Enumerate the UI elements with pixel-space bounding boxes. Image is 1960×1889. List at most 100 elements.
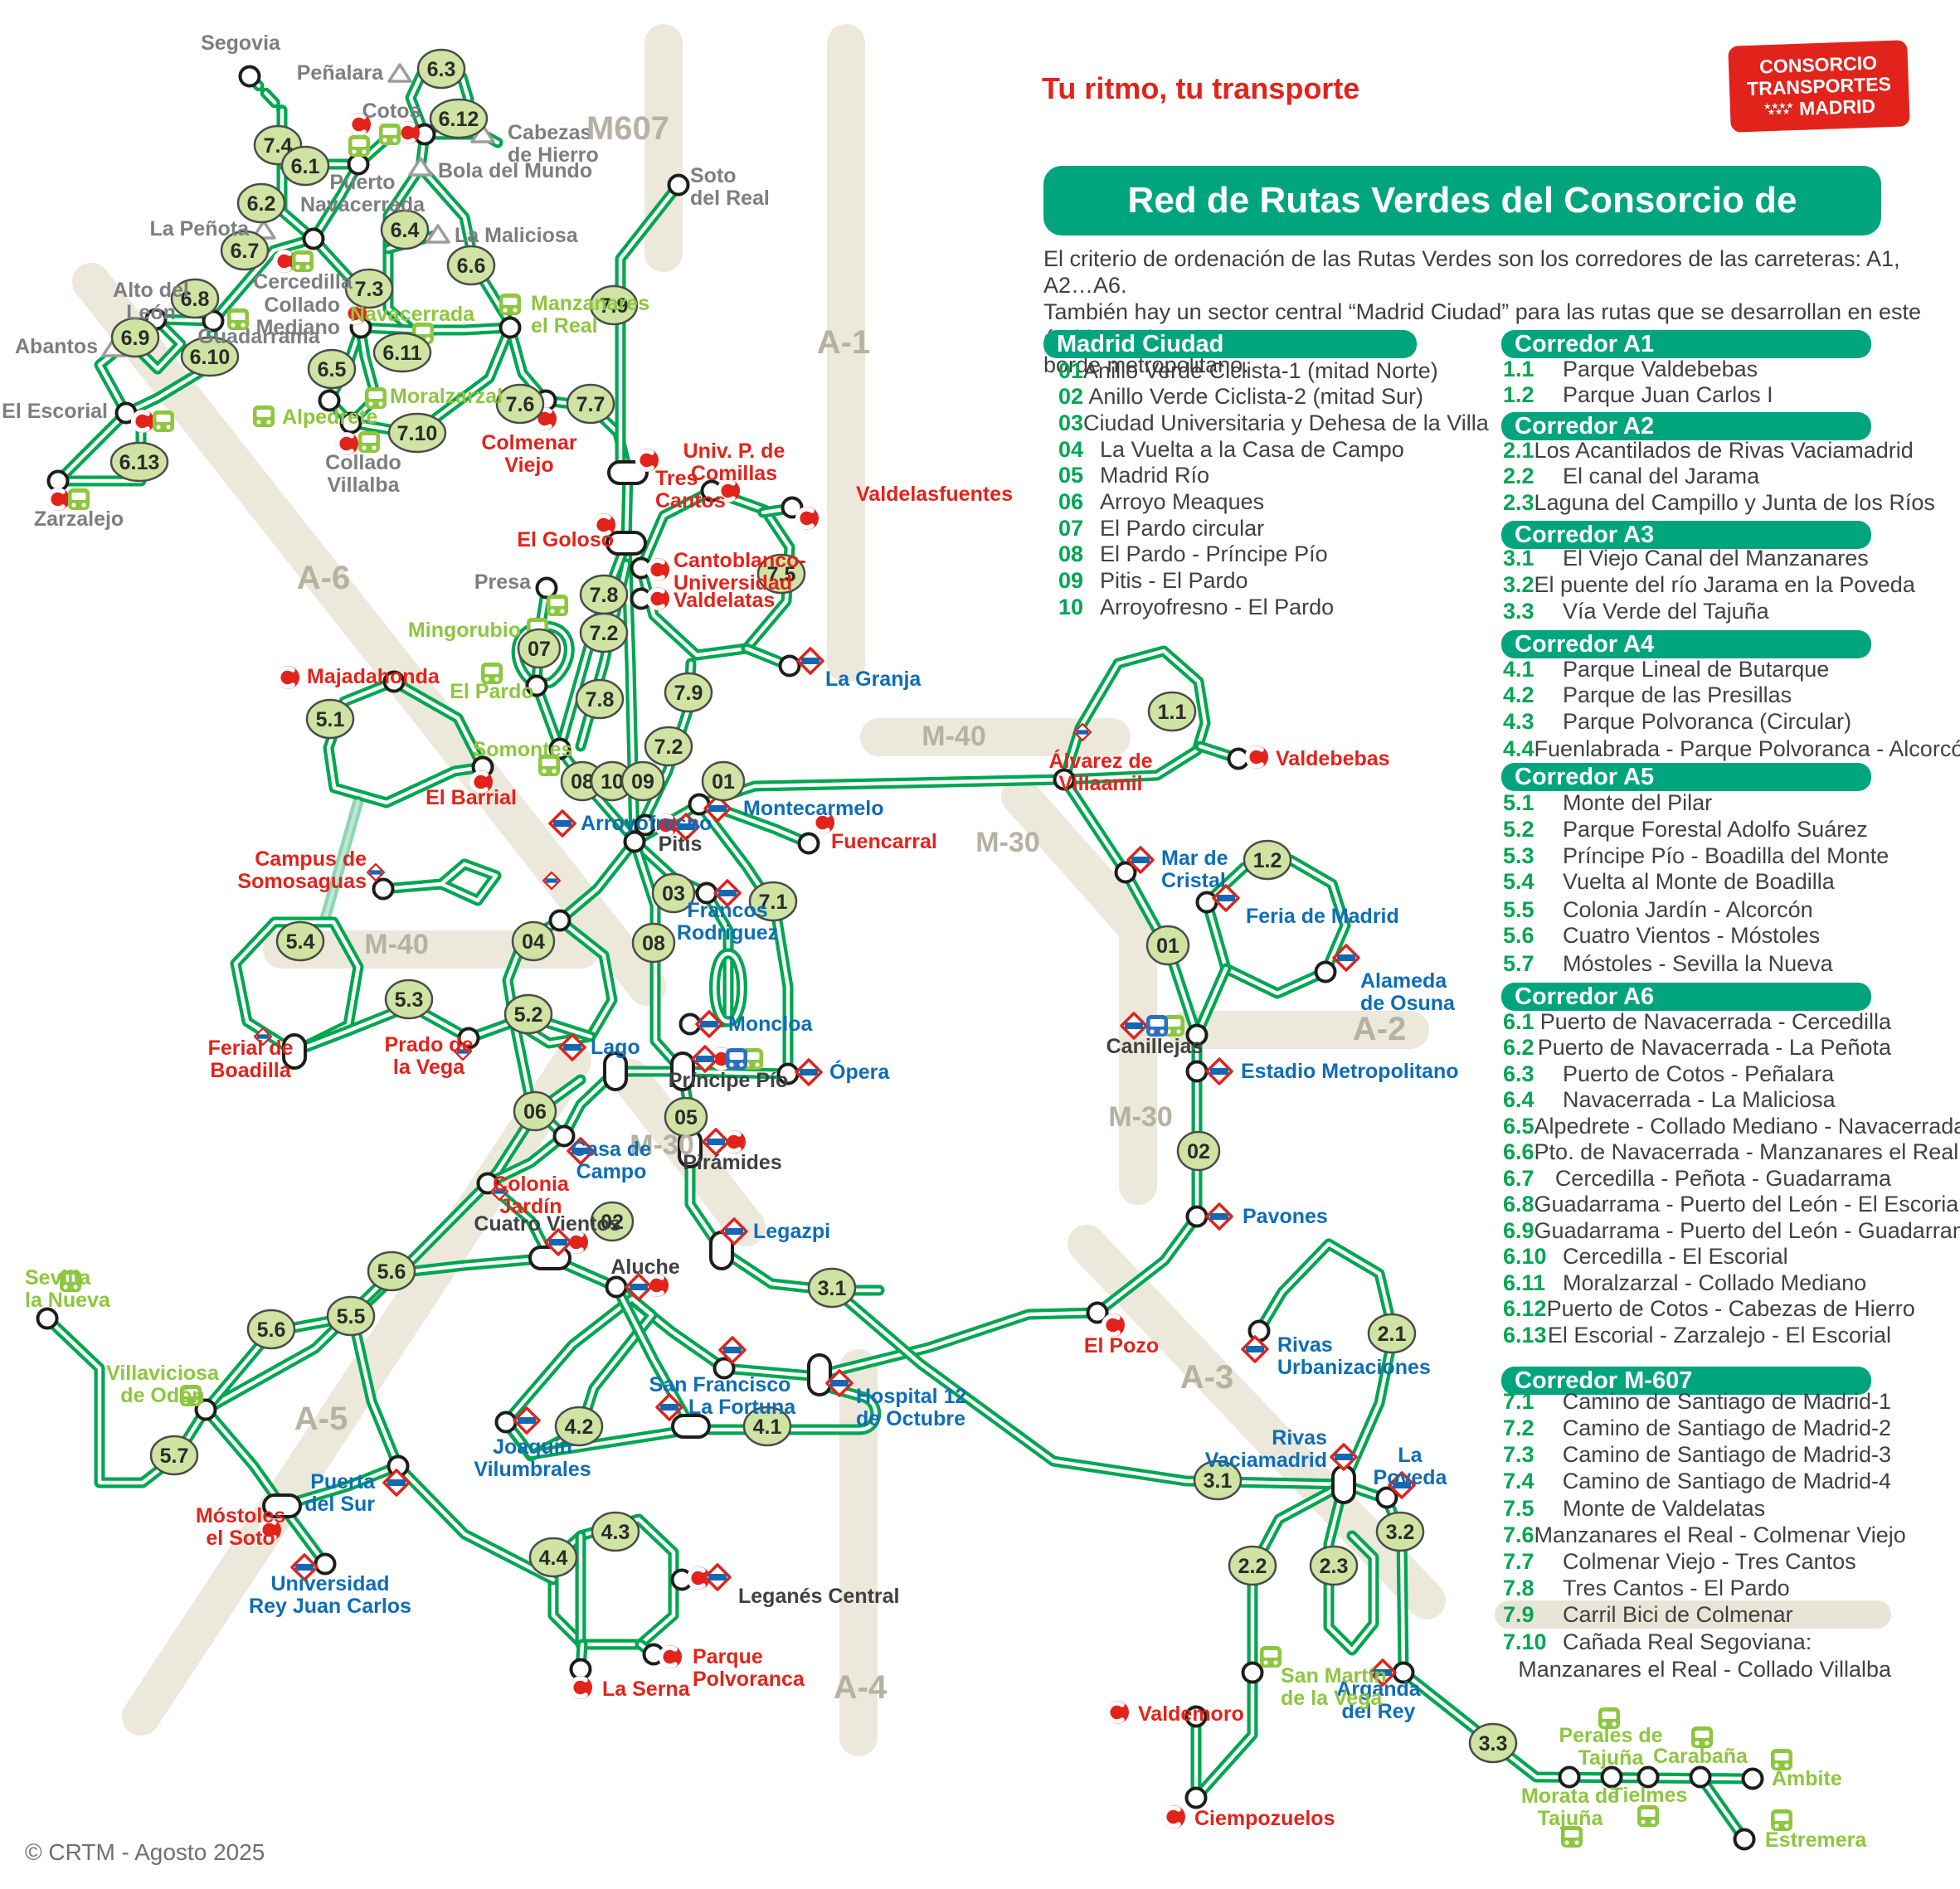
route-number-badge [446,245,496,286]
route-number-badge [589,284,639,326]
route-number-badge-label: 7.2 [590,622,619,645]
route-number-badge-label: 3.1 [818,1277,847,1300]
metro-icon [800,1069,818,1076]
cercanias-icon [272,250,292,273]
map-label: M-30 [975,827,1039,858]
route-number-badge-label: 7.9 [600,294,629,318]
metro-icon [630,1284,648,1290]
metro-icon [718,890,737,896]
route-line-core [386,165,423,333]
station-interchange-marker [671,1414,711,1439]
bus-icon [372,445,377,450]
legend-item-number: 6.7 [1503,1166,1534,1191]
bus-icon [1612,1721,1617,1726]
route-number-badge [742,1406,792,1447]
highway-band [1068,1225,1446,1619]
legend-item-number: 5.5 [1503,897,1534,922]
route-number-badge [1243,839,1292,881]
bus-icon [1160,1029,1165,1034]
legend-item-label: Cercedilla - Peñota - Guadarrama [1554,1166,1891,1191]
map-label: El Pozo [1084,1334,1159,1357]
legend-item-label: Navacerrada - La Maliciosa [1563,1087,1836,1112]
route-number-badge-label: 6.4 [391,219,420,242]
bus-icon [1641,1809,1656,1817]
map-label: A-2 [1353,1011,1406,1047]
cercanias-icon [658,1645,678,1668]
cercanias-icon [716,479,736,503]
legend-item-number: 3.2 [1503,572,1534,597]
cercanias-icon [1161,1805,1181,1828]
bus-icon [305,265,310,270]
bus-icon [266,420,271,425]
bus-icon [382,128,397,135]
bus-icon [1695,1741,1700,1746]
legend-item-number: 2.2 [1503,464,1534,488]
metro-icon [1246,1346,1264,1352]
metro-icon [1337,954,1355,961]
bus-icon [1602,1721,1607,1726]
route-number-badge-label: 6.9 [121,327,150,350]
legend-item-number: 7.3 [1503,1442,1534,1467]
route-line-core [1062,777,1199,1037]
bus-icon [392,138,397,143]
metro-icon [677,823,695,830]
bus-icon [256,420,261,425]
metro-icon [696,1056,714,1062]
legend-section-title: Corredor A3 [1501,521,1871,549]
map-label: Moncloa [728,1012,813,1036]
legend-item-number: 7.1 [1503,1389,1534,1414]
map-label: Carabaña [1653,1745,1748,1768]
station-marker [1314,960,1337,983]
legend-item-label: Alpedrete - Collado Mediano - Navacerrad… [1534,1114,1960,1139]
metro-icon [1131,857,1150,863]
legend-item-label: Manzanares el Real - Colmenar Viejo [1534,1522,1906,1547]
map-label: Cotos [362,100,421,123]
station-marker [713,1357,736,1380]
station-marker [1185,1205,1209,1228]
station-marker [494,1411,518,1434]
bus-icon [1784,1823,1789,1828]
station-marker [623,830,646,853]
map-label: M-40 [922,721,985,752]
route-line-core [485,1134,567,1186]
mountain-peak-icon [387,63,412,83]
map-label: Ciempozuelos [1194,1807,1335,1830]
legend-section-title: Corredor A4 [1501,630,1871,658]
station-marker [605,1275,628,1299]
legend-item-label: Puerto de Cotos - Peñalara [1563,1061,1835,1086]
legend-item-label: Parque Juan Carlos I [1563,382,1773,407]
route-number-badge [644,726,693,767]
station-marker [667,173,690,197]
legend-item-number: 4.2 [1503,682,1534,707]
legend-item-number: 6.6 [1503,1139,1534,1164]
legend-item-number: 7.10 [1503,1629,1547,1654]
cercanias-icon [654,813,674,837]
map-label: La Serna [602,1678,691,1701]
legend-item-number: 01 [1058,358,1084,383]
metro-icon [1210,1068,1228,1075]
map-label: A-3 [1180,1359,1233,1396]
map-label: Moralzarzal [390,385,503,408]
route-number-badge-label: 5.1 [316,708,345,731]
map-label: Peñalara [297,61,384,85]
cercanias-icon [645,558,665,581]
bus-icon [1263,1660,1268,1665]
bus-icon [295,255,310,262]
bus-icon [1564,1840,1569,1845]
route-number-badge [149,1435,199,1476]
bus-icon [1641,1819,1646,1824]
map-label: Pitis [659,833,703,856]
bus-icon [1695,1731,1710,1738]
map-label: Cuatro Vientos [474,1212,620,1236]
legend-item-number: 2.1 [1503,438,1534,463]
map-label: San Francisco [649,1373,791,1396]
